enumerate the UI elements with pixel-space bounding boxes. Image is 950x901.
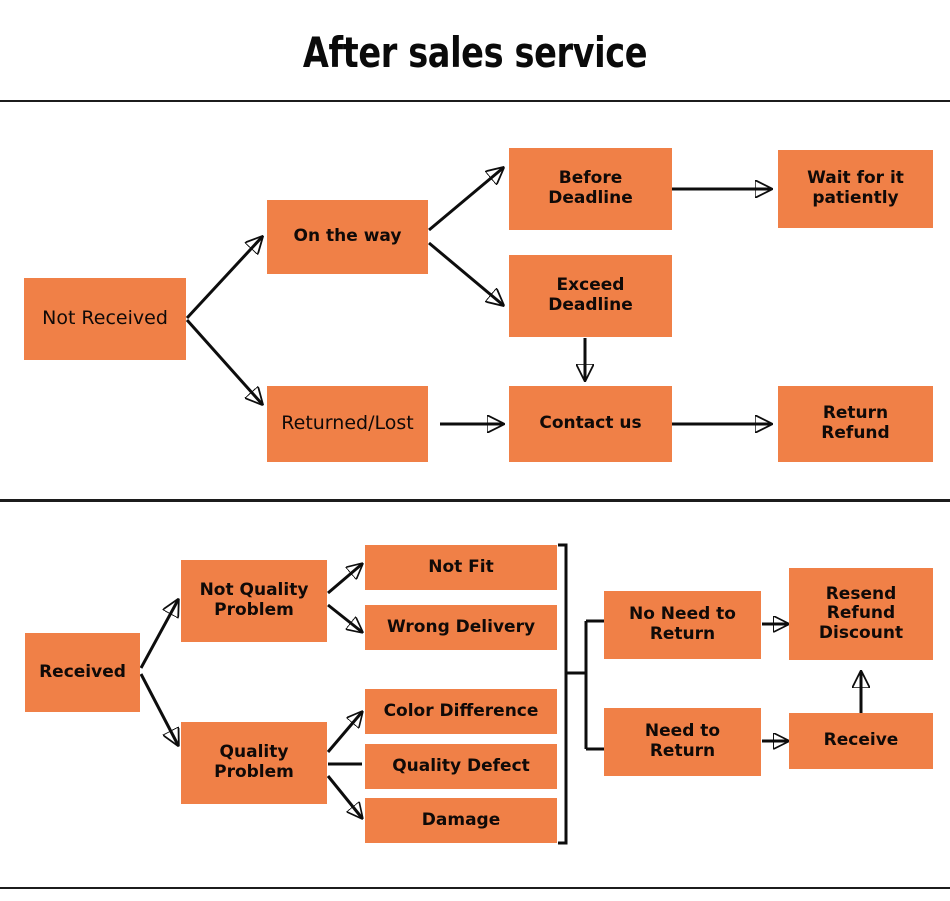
node-label: Color Difference bbox=[383, 700, 539, 721]
node-no-need-to-return[interactable]: No Need to Return bbox=[604, 591, 761, 659]
node-damage[interactable]: Damage bbox=[365, 798, 557, 843]
node-resend-refund-discount[interactable]: Resend Refund Discount bbox=[789, 568, 933, 660]
node-label: Wrong Delivery bbox=[386, 616, 536, 637]
node-quality-problem[interactable]: Quality Problem bbox=[181, 722, 327, 804]
node-label: Quality Problem bbox=[214, 742, 294, 782]
node-label: Receive bbox=[823, 730, 899, 751]
node-exceed-deadline[interactable]: Exceed Deadline bbox=[509, 255, 672, 337]
node-receive[interactable]: Receive bbox=[789, 713, 933, 769]
divider-bottom bbox=[0, 887, 950, 889]
node-label: Contact us bbox=[539, 413, 642, 434]
node-before-deadline[interactable]: Before Deadline bbox=[509, 148, 672, 230]
divider-middle bbox=[0, 499, 950, 502]
node-not-quality-problem[interactable]: Not Quality Problem bbox=[181, 560, 327, 642]
node-quality-defect[interactable]: Quality Defect bbox=[365, 744, 557, 789]
node-on-the-way[interactable]: On the way bbox=[267, 200, 428, 274]
node-label: On the way bbox=[293, 226, 402, 247]
node-label: Exceed Deadline bbox=[548, 275, 633, 315]
node-label: Need to Return bbox=[644, 721, 721, 761]
node-label: Quality Defect bbox=[392, 755, 530, 776]
node-wait-patiently[interactable]: Wait for it patiently bbox=[778, 150, 933, 228]
divider-top bbox=[0, 100, 950, 102]
node-label: Return Refund bbox=[821, 403, 890, 443]
node-not-received[interactable]: Not Received bbox=[24, 278, 186, 360]
node-return-refund[interactable]: Return Refund bbox=[778, 386, 933, 462]
node-label: Before Deadline bbox=[548, 168, 633, 208]
node-received[interactable]: Received bbox=[25, 633, 140, 712]
node-label: Returned/Lost bbox=[281, 412, 414, 435]
node-contact-us[interactable]: Contact us bbox=[509, 386, 672, 462]
page-title: After sales service bbox=[302, 28, 648, 77]
node-label: Not Received bbox=[42, 307, 168, 330]
node-color-difference[interactable]: Color Difference bbox=[365, 689, 557, 734]
node-label: Resend Refund Discount bbox=[818, 583, 904, 643]
node-label: Damage bbox=[421, 809, 501, 830]
node-returned-lost[interactable]: Returned/Lost bbox=[267, 386, 428, 462]
node-label: Wait for it patiently bbox=[807, 168, 904, 208]
node-label: Not Quality Problem bbox=[199, 580, 309, 620]
node-need-to-return[interactable]: Need to Return bbox=[604, 708, 761, 776]
node-label: Received bbox=[39, 661, 126, 682]
node-wrong-delivery[interactable]: Wrong Delivery bbox=[365, 605, 557, 650]
node-label: Not Fit bbox=[428, 556, 494, 577]
node-label: No Need to Return bbox=[628, 604, 736, 644]
node-not-fit[interactable]: Not Fit bbox=[365, 545, 557, 590]
